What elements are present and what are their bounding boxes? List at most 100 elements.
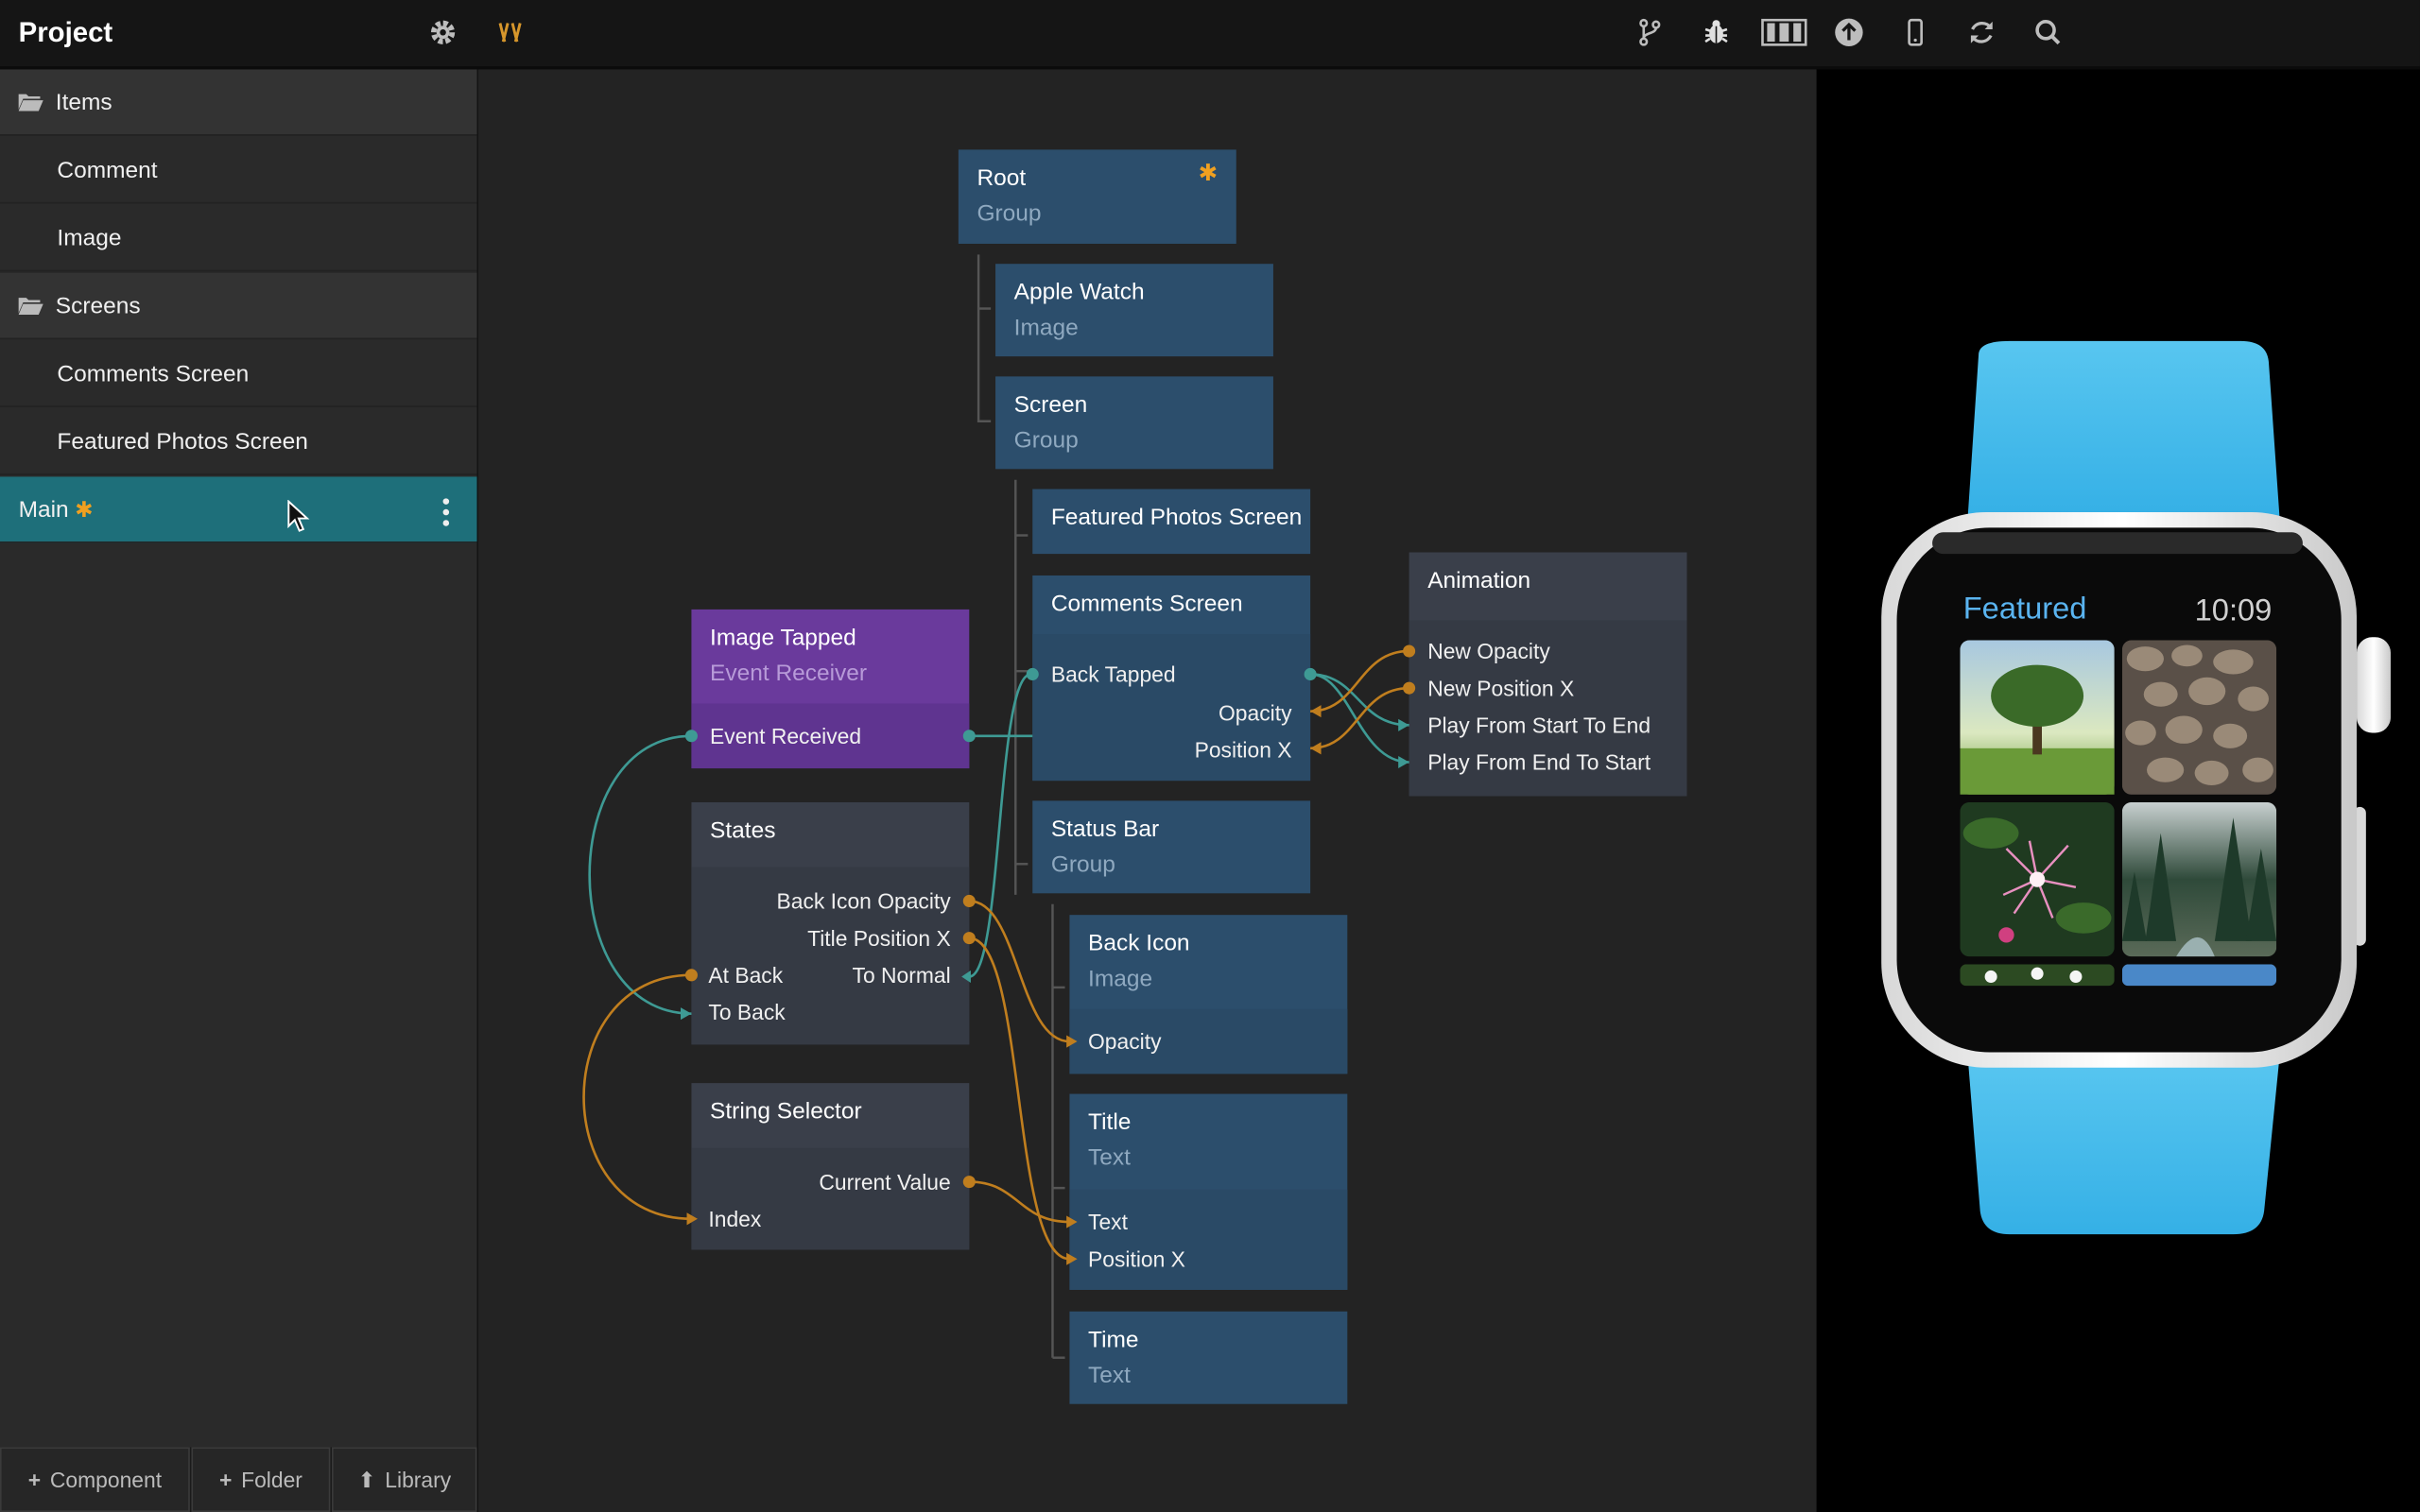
gear-icon[interactable] xyxy=(426,15,460,49)
button-label: Folder xyxy=(241,1467,302,1492)
port-new-opacity[interactable]: New Opacity xyxy=(1427,638,1550,664)
watch-clock: 10:09 xyxy=(2194,593,2273,628)
port-opacity[interactable]: Opacity xyxy=(1219,700,1292,726)
device-icon[interactable] xyxy=(1898,15,1932,49)
branch-icon[interactable] xyxy=(1633,15,1667,49)
modified-badge: ✱ xyxy=(75,495,94,522)
node-states[interactable]: States Back Icon Opacity Title Position … xyxy=(691,801,970,1045)
port-back-tapped[interactable]: Back Tapped xyxy=(1050,662,1176,687)
node-title: Root xyxy=(977,164,1027,192)
node-title: Apple Watch xyxy=(1013,279,1145,306)
node-status-bar[interactable]: Status Bar Group xyxy=(1032,800,1311,894)
device-preview-panel: Featured 10:09 xyxy=(1816,69,2420,1512)
port-to-back[interactable]: To Back xyxy=(708,999,786,1025)
sidebar-item-comment[interactable]: Comment xyxy=(0,137,477,204)
node-title: String Selector xyxy=(710,1098,862,1125)
add-component-button[interactable]: + Component xyxy=(0,1447,190,1512)
sidebar-item-label: Main xyxy=(18,495,69,523)
modified-badge: ✱ xyxy=(1198,160,1219,187)
port-back-icon-opacity[interactable]: Back Icon Opacity xyxy=(776,888,951,914)
plus-icon: + xyxy=(27,1467,42,1492)
node-subtitle: Text xyxy=(1088,1362,1131,1389)
node-string-selector[interactable]: String Selector Current Value Index xyxy=(691,1083,970,1250)
sidebar-item-image[interactable]: Image xyxy=(0,205,477,272)
more-options-icon[interactable] xyxy=(442,498,450,526)
node-comments-screen[interactable]: Comments Screen Back Tapped Opacity Posi… xyxy=(1032,575,1311,782)
node-time[interactable]: Time Text xyxy=(1069,1311,1348,1404)
plus-icon: + xyxy=(218,1467,233,1492)
top-toolbar: Project xyxy=(0,0,2420,70)
photo-daisies-thumbnail[interactable] xyxy=(1960,964,2115,987)
port-to-normal[interactable]: To Normal xyxy=(852,962,951,988)
watch-screen-title: Featured xyxy=(1962,592,2087,627)
node-title: Time xyxy=(1088,1327,1139,1353)
sidebar-folder-screens[interactable]: Screens xyxy=(0,272,477,340)
node-title[interactable]: Title Text Text Position X xyxy=(1069,1093,1348,1290)
port-current-value[interactable]: Current Value xyxy=(819,1169,951,1194)
port-play-end-to-start[interactable]: Play From End To Start xyxy=(1427,749,1651,775)
port-position-x[interactable]: Position X xyxy=(1194,737,1292,763)
node-subtitle: Group xyxy=(1013,427,1079,454)
sidebar-item-label: Image xyxy=(57,224,122,251)
node-title: States xyxy=(710,817,776,845)
port-area xyxy=(691,1147,970,1250)
node-title: Status Bar xyxy=(1050,816,1160,843)
sidebar-item-featured-photos-screen[interactable]: Featured Photos Screen xyxy=(0,409,477,475)
port-area xyxy=(1409,620,1687,797)
node-animation[interactable]: Animation New Opacity New Position X Pla… xyxy=(1409,552,1687,797)
port-area xyxy=(1069,1189,1348,1290)
node-subtitle: Event Receiver xyxy=(710,660,868,687)
node-subtitle: Group xyxy=(1050,851,1115,878)
upload-icon[interactable] xyxy=(1832,15,1866,49)
node-title: Animation xyxy=(1427,567,1531,594)
diff-icon[interactable] xyxy=(493,15,527,49)
sidebar-item-label: Items xyxy=(55,88,112,115)
button-label: Library xyxy=(385,1467,452,1492)
sidebar-item-label: Comment xyxy=(57,156,158,183)
node-subtitle: Group xyxy=(977,200,1042,227)
app-title: Project xyxy=(18,16,113,48)
refresh-icon[interactable] xyxy=(1964,15,1998,49)
node-image-tapped[interactable]: Image Tapped Event Receiver Event Receiv… xyxy=(691,609,970,769)
port-play-start-to-end[interactable]: Play From Start To End xyxy=(1427,713,1651,738)
node-featured-photos-screen[interactable]: Featured Photos Screen xyxy=(1032,489,1311,555)
library-button[interactable]: ⬆ Library xyxy=(332,1447,477,1512)
port-at-back[interactable]: At Back xyxy=(708,962,784,988)
photo-sky-thumbnail[interactable] xyxy=(2121,964,2277,987)
add-folder-button[interactable]: + Folder xyxy=(191,1447,331,1512)
button-label: Component xyxy=(49,1467,163,1492)
photo-tree-thumbnail[interactable] xyxy=(1960,640,2115,795)
node-title: Image Tapped xyxy=(710,625,856,651)
port-new-position-x[interactable]: New Position X xyxy=(1427,676,1575,701)
columns-icon[interactable] xyxy=(1761,15,1807,49)
upload-arrow-icon: ⬆ xyxy=(357,1466,376,1491)
node-subtitle: Image xyxy=(1088,966,1153,992)
port-title-position-x[interactable]: Title Position X xyxy=(807,925,951,951)
bug-icon[interactable] xyxy=(1700,15,1734,49)
port-index[interactable]: Index xyxy=(708,1206,762,1231)
sidebar-bottom-bar: + Component + Folder ⬆ Library xyxy=(0,1447,477,1512)
port-position-x[interactable]: Position X xyxy=(1088,1246,1185,1272)
node-apple-watch[interactable]: Apple Watch Image xyxy=(995,264,1273,357)
port-area xyxy=(691,867,970,1045)
node-screen[interactable]: Screen Group xyxy=(995,376,1273,470)
folder-open-icon xyxy=(18,94,43,112)
search-icon[interactable] xyxy=(2031,15,2066,49)
sidebar-folder-items[interactable]: Items xyxy=(0,69,477,136)
photo-pebbles-thumbnail[interactable] xyxy=(2121,640,2277,795)
sidebar-item-main[interactable]: Main ✱ xyxy=(0,476,477,543)
node-title: Title xyxy=(1088,1108,1132,1136)
port-event-received[interactable]: Event Received xyxy=(710,723,862,748)
photo-forest-thumbnail[interactable] xyxy=(2121,801,2277,957)
mouse-cursor-icon xyxy=(287,499,310,532)
apple-watch-image xyxy=(1881,340,2391,1235)
port-text[interactable]: Text xyxy=(1088,1209,1128,1235)
node-title: Comments Screen xyxy=(1050,591,1243,618)
sidebar-item-comments-screen[interactable]: Comments Screen xyxy=(0,341,477,408)
project-sidebar: Items Comment Image Screens Comments Scr… xyxy=(0,69,479,1512)
sidebar-item-label: Screens xyxy=(55,292,141,319)
photo-flower-thumbnail[interactable] xyxy=(1960,801,2115,957)
node-root[interactable]: Root Group ✱ xyxy=(958,149,1236,244)
node-back-icon[interactable]: Back Icon Image Opacity xyxy=(1069,915,1348,1074)
port-opacity[interactable]: Opacity xyxy=(1088,1028,1162,1055)
